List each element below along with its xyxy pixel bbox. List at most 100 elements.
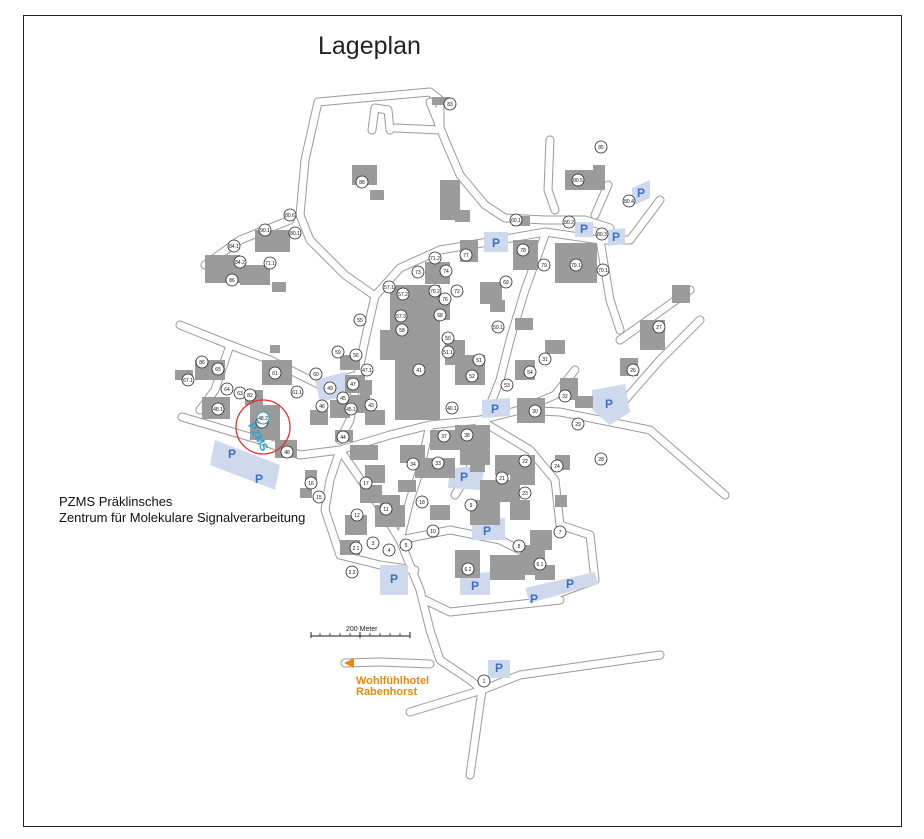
building-marker[interactable]: 2.1 <box>349 541 363 555</box>
building-marker[interactable]: 55 <box>353 313 367 327</box>
building-marker[interactable]: 86 <box>195 355 209 369</box>
building-marker[interactable]: 79.1 <box>569 258 583 272</box>
building-marker[interactable]: 80.1 <box>288 226 302 240</box>
building-marker[interactable]: 6.1 <box>533 557 547 571</box>
building-marker[interactable]: 82 <box>243 388 257 402</box>
building-marker[interactable]: 6.2 <box>461 562 475 576</box>
building-marker[interactable]: 83 <box>443 97 457 111</box>
building-marker[interactable]: 90.1 <box>258 223 272 237</box>
building-marker[interactable]: 47 <box>346 377 360 391</box>
building-marker[interactable]: 17 <box>359 476 373 490</box>
building-marker[interactable]: 41 <box>412 363 426 377</box>
building-marker[interactable]: 84.1 <box>227 239 241 253</box>
building-marker[interactable]: 34 <box>406 457 420 471</box>
building-marker[interactable]: 22 <box>518 454 532 468</box>
building-marker[interactable]: 48 <box>280 445 294 459</box>
building-marker[interactable]: 50 <box>441 331 455 345</box>
building-marker[interactable]: 28 <box>594 452 608 466</box>
building-8 <box>593 165 605 187</box>
building-marker[interactable]: 70.2 <box>428 284 442 298</box>
building-marker[interactable]: 76 <box>438 292 452 306</box>
building-marker[interactable]: 16 <box>304 476 318 490</box>
building-marker[interactable]: 68 <box>433 308 447 322</box>
building-marker[interactable]: 37 <box>437 429 451 443</box>
building-marker[interactable]: 57.3 <box>394 309 408 323</box>
building-marker[interactable]: 44 <box>336 430 350 444</box>
building-marker[interactable]: 45 <box>336 391 350 405</box>
building-marker[interactable]: 9 <box>464 498 478 512</box>
building-marker[interactable]: 64 <box>220 382 234 396</box>
building-marker[interactable]: 61.1 <box>290 385 304 399</box>
building-marker[interactable]: 5 <box>399 538 413 552</box>
building-marker[interactable]: 50.1 <box>491 320 505 334</box>
building-marker[interactable]: 30 <box>528 404 542 418</box>
building-marker[interactable]: 2.2 <box>345 565 359 579</box>
building-marker[interactable]: 3 <box>366 536 380 550</box>
building-marker[interactable]: 15 <box>312 490 326 504</box>
building-marker[interactable]: 1 <box>477 674 491 688</box>
building-marker[interactable]: 29 <box>571 417 585 431</box>
svg-text:72: 72 <box>454 289 460 295</box>
building-marker[interactable]: 86 <box>225 273 239 287</box>
building-marker[interactable]: 32 <box>558 389 572 403</box>
building-marker[interactable]: 46 <box>315 399 329 413</box>
building-marker[interactable]: 10 <box>426 524 440 538</box>
building-marker[interactable]: 31 <box>538 352 552 366</box>
building-marker[interactable]: 71.1 <box>263 256 277 270</box>
building-marker[interactable]: 85 <box>594 140 608 154</box>
building-marker[interactable]: 80.6 <box>283 208 297 222</box>
building-marker[interactable]: 27 <box>652 320 666 334</box>
building-marker[interactable]: 23 <box>518 486 532 500</box>
building-marker[interactable]: 4 <box>382 543 396 557</box>
building-marker[interactable]: 88 <box>355 175 369 189</box>
building-marker[interactable]: 33 <box>431 456 445 470</box>
building-marker[interactable]: 40.1 <box>445 401 459 415</box>
building-marker[interactable]: 60 <box>309 367 323 381</box>
building-marker[interactable]: 72 <box>450 284 464 298</box>
building-marker[interactable]: 7 <box>553 525 567 539</box>
building-marker[interactable]: 38 <box>460 428 474 442</box>
pzms-marker[interactable]: 48.2 <box>256 411 270 425</box>
building-marker[interactable]: 57.1 <box>382 280 396 294</box>
building-marker[interactable]: 12 <box>350 508 364 522</box>
building-marker[interactable]: 21 <box>495 471 509 485</box>
building-marker[interactable]: 48.1 <box>211 402 225 416</box>
building-marker[interactable]: 51 <box>472 353 486 367</box>
building-marker[interactable]: 45.1 <box>344 402 358 416</box>
building-marker[interactable]: 79 <box>537 258 551 272</box>
building-marker[interactable]: 78 <box>516 243 530 257</box>
building-marker[interactable]: 24 <box>550 459 564 473</box>
building-marker[interactable]: 67.1 <box>181 373 195 387</box>
building-marker[interactable]: 71.2 <box>428 251 442 265</box>
building-marker[interactable]: 59 <box>331 345 345 359</box>
svg-text:80.2: 80.2 <box>564 220 574 226</box>
building-marker[interactable]: 51.1 <box>441 345 455 359</box>
building-marker[interactable]: 18 <box>415 495 429 509</box>
building-marker[interactable]: 53 <box>500 378 514 392</box>
building-marker[interactable]: 11 <box>379 502 393 516</box>
building-marker[interactable]: 56 <box>349 348 363 362</box>
building-marker[interactable]: 61 <box>268 366 282 380</box>
building-marker[interactable]: 80.3 <box>595 227 609 241</box>
building-marker[interactable]: 73 <box>411 265 425 279</box>
building-marker[interactable]: 80.2 <box>562 215 576 229</box>
building-marker[interactable]: 49 <box>323 381 337 395</box>
building-marker[interactable]: 65 <box>211 362 225 376</box>
building-marker[interactable]: 80.5 <box>571 173 585 187</box>
building-marker[interactable]: 70.1 <box>596 263 610 277</box>
building-marker[interactable]: 74 <box>439 264 453 278</box>
building-marker[interactable]: 26 <box>626 363 640 377</box>
building-marker[interactable]: 54 <box>523 365 537 379</box>
building-marker[interactable]: 43 <box>364 398 378 412</box>
building-marker[interactable]: 8 <box>512 539 526 553</box>
building-marker[interactable]: 80.4 <box>622 194 636 208</box>
building-marker[interactable]: 84.2 <box>233 255 247 269</box>
building-marker[interactable]: 60.1 <box>509 213 523 227</box>
building-marker[interactable]: 47.1 <box>360 363 374 377</box>
building-marker[interactable]: 58 <box>395 323 409 337</box>
building-marker[interactable]: 77 <box>459 248 473 262</box>
building-marker[interactable]: 69 <box>499 275 513 289</box>
building-marker[interactable]: 52 <box>465 369 479 383</box>
building-marker[interactable]: 57.2 <box>396 287 410 301</box>
